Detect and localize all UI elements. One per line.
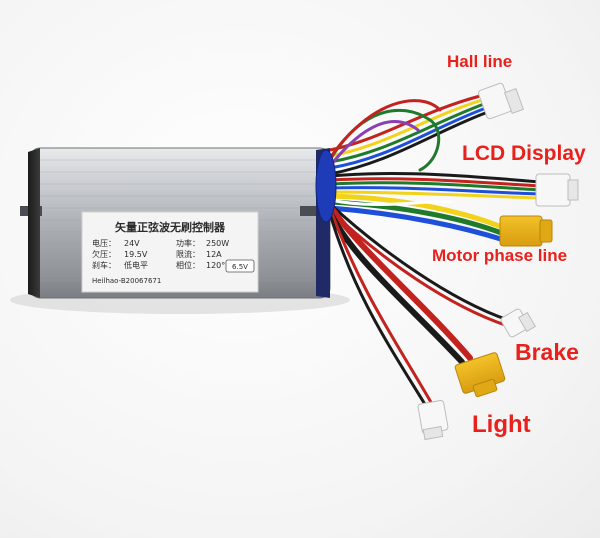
cable-gland (315, 149, 337, 223)
label-undervoltage-label: 欠压： (92, 249, 116, 259)
label-voltage-value: 24V (124, 239, 140, 248)
label-voltage-label: 电压： (92, 238, 116, 248)
label-power-label: 功率： (176, 238, 200, 248)
lcd-wire-yellow (328, 190, 542, 200)
label-brake-label: 刹车： (92, 260, 116, 270)
label-phase-label: 相位： (176, 260, 200, 270)
label-badge: 6.5V (232, 263, 248, 271)
hall-connector (477, 82, 525, 120)
label-title: 矢量正弦波无刷控制器 (115, 220, 226, 234)
callout-motor-phase-line: Motor phase line (432, 246, 568, 265)
wire-harness (327, 94, 542, 408)
label-current-value: 12A (206, 250, 222, 259)
loop-wire-purple (328, 120, 420, 168)
label-phase-value: 120° (206, 261, 225, 270)
callout-lcd-display: LCD Display (462, 142, 586, 165)
lcd-wire-black (328, 172, 542, 184)
hall-wire-yellow (328, 98, 484, 158)
phase-wire-blue (327, 205, 507, 243)
callout-light: Light (472, 411, 531, 438)
hall-wire-blue (328, 106, 488, 170)
light-wire-red (328, 206, 434, 406)
hall-wire-black (328, 110, 490, 176)
callout-hall-line: Hall line (447, 52, 513, 71)
label-current-label: 限流： (176, 249, 200, 259)
lcd-connector (535, 173, 579, 207)
brake-wire-black (328, 202, 510, 322)
hall-wire-green (328, 102, 486, 164)
phase-wire-yellow (327, 193, 507, 231)
label-serial: Heilhao-B20067671 (92, 277, 161, 285)
lcd-wire-red (328, 177, 542, 188)
callout-brake: Brake (515, 339, 579, 365)
brake-connector (500, 308, 537, 338)
lcd-wire-blue (328, 186, 542, 196)
battery-connector (454, 352, 506, 398)
motor-phase-connector (499, 215, 553, 247)
white-wire (328, 198, 452, 207)
label-power-value: 250W (206, 239, 229, 248)
lcd-wire-green (328, 181, 542, 192)
battery-wire-red (327, 203, 473, 361)
light-connector (417, 399, 449, 441)
label-brake-value: 低电平 (124, 260, 148, 270)
light-wire-black (328, 212, 428, 408)
label-undervoltage-value: 19.5V (124, 250, 148, 259)
controller-label: 矢量正弦波无刷控制器 电压： 24V 功率： 250W 欠压： 19.5V 限流… (81, 211, 259, 293)
loop-wire-red (328, 99, 442, 160)
